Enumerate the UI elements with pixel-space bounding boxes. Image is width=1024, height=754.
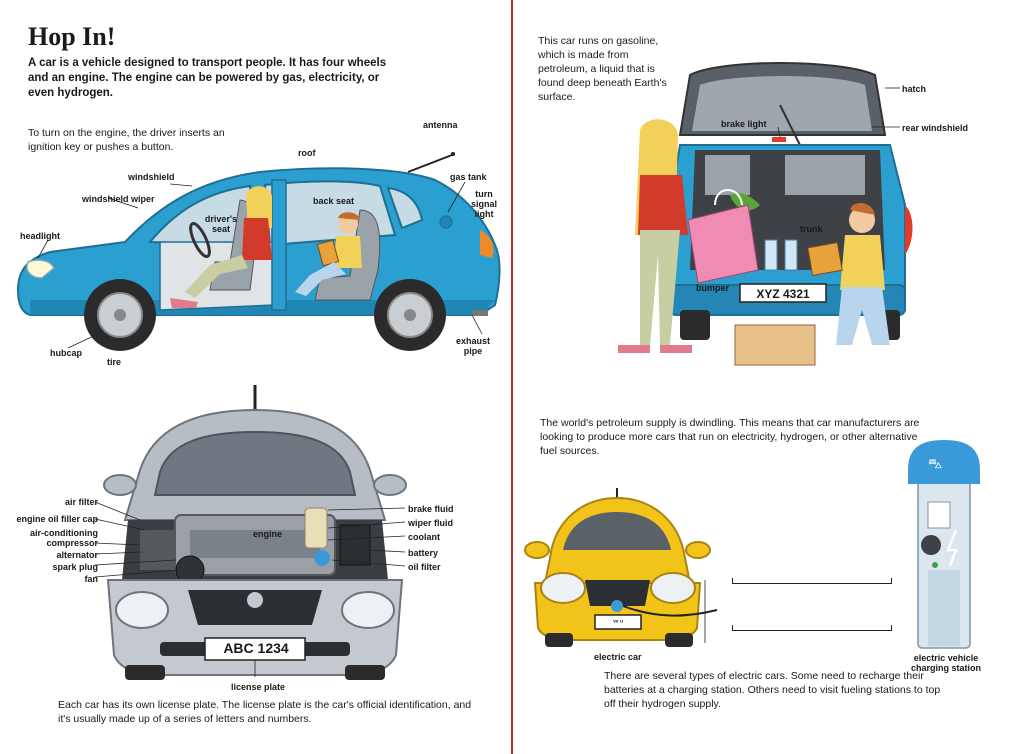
label-brake-fluid: brake fluid [408, 504, 454, 514]
label-roof: roof [298, 148, 316, 158]
label-air-filter: air filter [64, 497, 98, 507]
label-hubcap: hubcap [50, 348, 83, 358]
label-oil-filter: oil filter [408, 562, 441, 572]
label-spark-plug: spark plug [52, 562, 98, 572]
label-turn-signal-light: turn signal light [470, 189, 497, 219]
label-wiper-fluid: wiper fluid [408, 518, 453, 528]
label-air-conditioning-compressor: air-conditioning compressor [30, 528, 98, 548]
label-hatch: hatch [902, 84, 927, 94]
label-fan: fan [84, 574, 99, 584]
label-brake-light: brake light [721, 119, 767, 129]
front-car-illustration [94, 385, 407, 680]
gasoline-note: This car runs on gasoline, which is made… [538, 35, 667, 103]
label-tire: tire [107, 357, 122, 367]
label-windshield: windshield [128, 172, 175, 182]
electric-note: There are several types of electric cars… [604, 670, 941, 710]
label-engine: engine [253, 529, 283, 539]
label-exhaust-pipe: exhaust pipe [456, 336, 491, 356]
label-antenna: antenna [423, 120, 458, 130]
electric-license-plate: ᵥᵥ ᵤ [613, 617, 623, 624]
rear-car-illustration [618, 62, 913, 366]
answer-line-1[interactable] [732, 578, 892, 584]
label-electric-car: electric car [594, 652, 642, 662]
label-trunk: trunk [800, 224, 823, 234]
label-gas-tank: gas tank [450, 172, 487, 182]
label-back-seat: back seat [313, 196, 355, 206]
label-engine-oil-filler-cap: engine oil filler cap [16, 514, 98, 524]
label-coolant: coolant [408, 532, 441, 542]
label-alternator: alternator [56, 550, 98, 560]
answer-line-2[interactable] [732, 625, 892, 631]
label-headlight: headlight [20, 231, 60, 241]
label-rear-windshield: rear windshield [902, 123, 969, 133]
side-car-illustration [16, 152, 501, 351]
label-license-plate: license plate [231, 682, 286, 692]
engine-note: To turn on the engine, the driver insert… [28, 127, 225, 153]
electric-car-illustration [524, 488, 718, 647]
front-license-plate: ABC 1234 [223, 640, 289, 656]
label-windshield-wiper: windshield wiper [82, 194, 155, 204]
label-charging-station: electric vehicle charging station [910, 653, 981, 673]
charging-station-car-icon: ⛍ [928, 456, 943, 472]
label-battery: battery [408, 548, 439, 558]
page-title: Hop In! [28, 22, 116, 51]
page-divider [511, 0, 513, 754]
intro-paragraph: A car is a vehicle designed to transport… [28, 57, 387, 99]
petroleum-note: The world's petroleum supply is dwindlin… [540, 417, 920, 457]
charging-station-illustration [908, 440, 980, 649]
label-bumper: bumper [696, 283, 730, 293]
rear-license-plate: XYZ 4321 [756, 287, 810, 301]
label-drivers-seat: driver's seat [204, 214, 238, 234]
license-note: Each car has its own license plate. The … [58, 699, 472, 725]
